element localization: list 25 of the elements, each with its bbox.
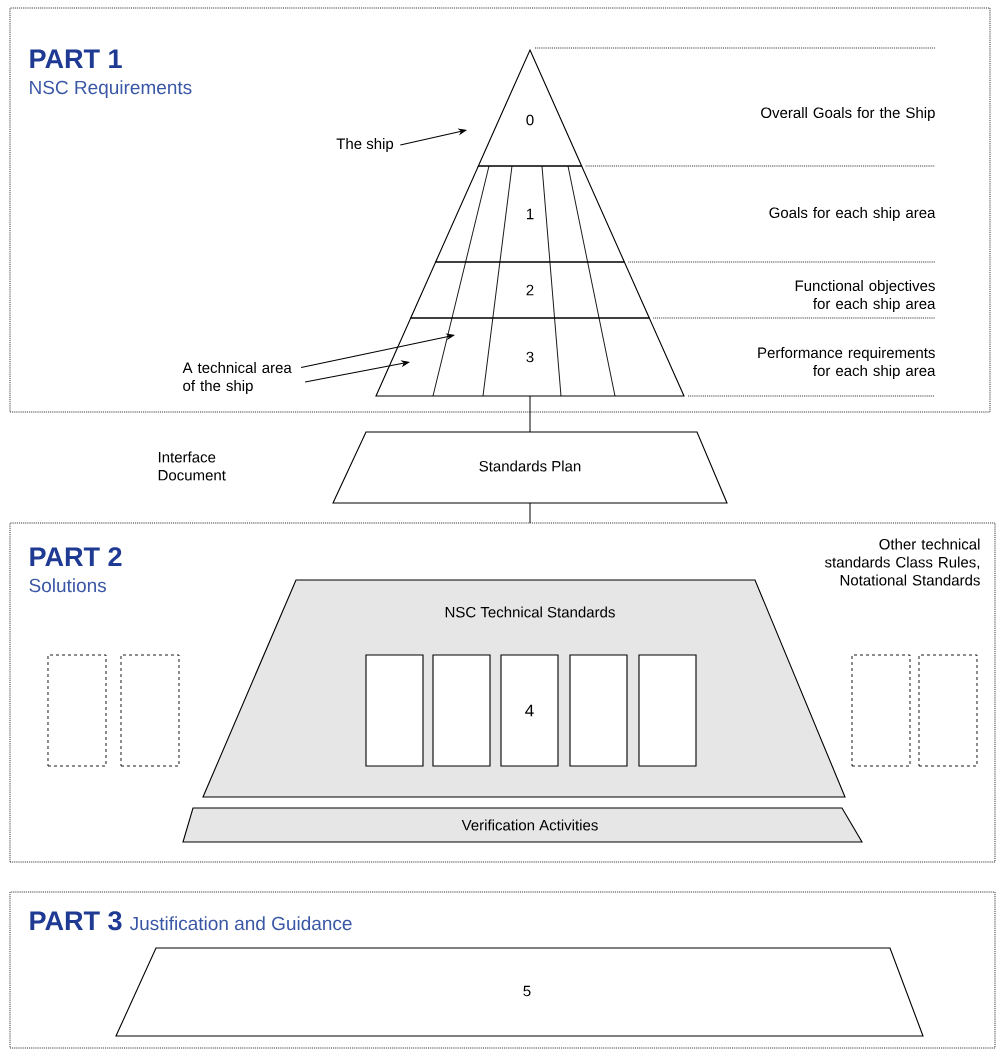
arrow (304, 360, 410, 383)
dashed-box (918, 654, 978, 767)
connector-line (529, 395, 531, 433)
standard-box (432, 654, 491, 767)
standard-box (638, 654, 697, 767)
trapezoid-bar: Verification Activities (182, 807, 863, 843)
side-label: Interface Document (158, 451, 226, 481)
arrow (399, 128, 467, 146)
callout-text: A technical area of the ship (182, 362, 292, 394)
standard-box (365, 654, 424, 767)
callout-text: The ship (336, 138, 394, 152)
level-label: Overall Goals for the Ship (761, 107, 935, 121)
trapezoid-box: 5 (115, 947, 924, 1037)
dashed-box (120, 654, 180, 767)
pyramid-layer: 3 (375, 317, 685, 397)
level-label: Functional objectives for each ship area (795, 280, 936, 312)
connector-line (529, 502, 531, 524)
trapezoid-box: Standards Plan (332, 431, 728, 504)
standard-box: 4 (500, 654, 559, 767)
dashed-box (47, 654, 107, 767)
arrow (300, 333, 455, 368)
level-label: Goals for each ship area (769, 207, 936, 221)
standard-box (569, 654, 628, 767)
dashed-box (851, 654, 911, 767)
level-label: Performance requirements for each ship area (758, 347, 936, 379)
